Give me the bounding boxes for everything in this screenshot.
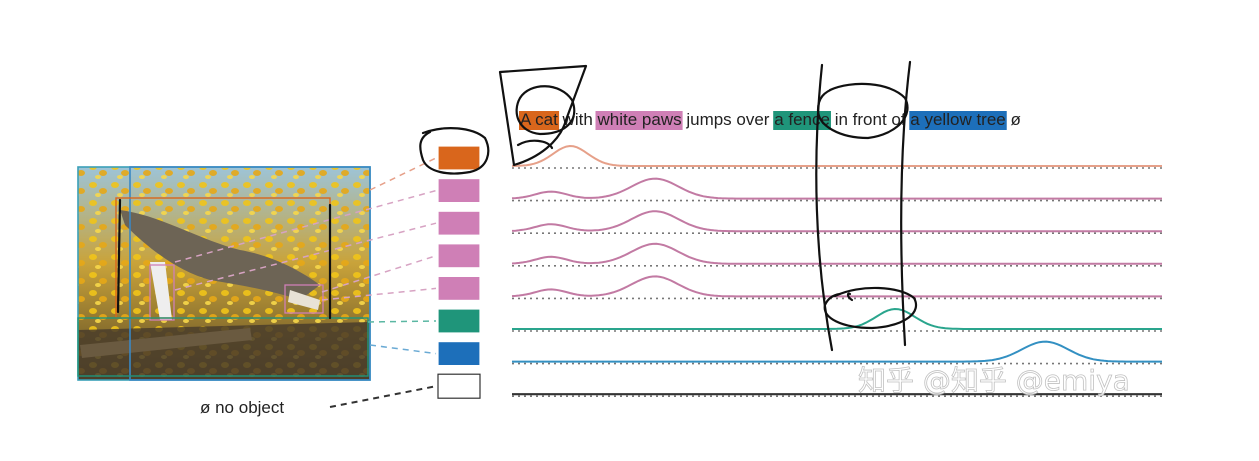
ink-circle-cat-word: [515, 85, 576, 136]
handwritten-annotations: [116, 60, 917, 352]
ink-stroke-2: [846, 292, 854, 302]
box-fence: [77, 317, 369, 377]
ink-stroke-1: [516, 139, 554, 150]
query-box-1: [437, 145, 481, 171]
caption-highlight-1: [519, 111, 560, 130]
box-paw-1: [149, 264, 175, 321]
connector-2: [174, 189, 437, 263]
caption-segment-5: a fence: [774, 110, 830, 129]
query-box-8: [437, 373, 481, 399]
alignment-curve-2: [511, 177, 1162, 200]
connector-7: [369, 344, 437, 355]
query-box-5: [437, 275, 481, 301]
alignment-curve-6: [512, 307, 1162, 330]
caption-segment-8: ø: [1006, 110, 1021, 129]
connector-6: [367, 320, 437, 323]
ink-stroke-3: [116, 198, 122, 314]
caption-highlight-7: [909, 111, 1007, 130]
alignment-curve-7: [512, 340, 1162, 363]
connector-3: [174, 222, 437, 291]
ink-circle-fence-peak: [823, 286, 917, 330]
alignment-curves: [511, 144, 1162, 398]
alignment-curve-4: [511, 242, 1162, 265]
caption-highlight-3: [595, 111, 683, 130]
query-boxes: [437, 145, 481, 399]
caption-segment-4: jumps over: [682, 110, 775, 129]
connectors: [174, 157, 437, 408]
connector-1: [369, 157, 437, 191]
connector-5: [321, 287, 437, 301]
caption-segment-3: white paws: [597, 110, 682, 129]
caption-text: A cat with white paws jumps over a fence…: [520, 110, 1021, 129]
alignment-curve-5: [511, 275, 1162, 298]
query-box-2: [437, 178, 481, 204]
ink-line-right: [899, 60, 912, 347]
ink-circle-orange-box: [419, 127, 490, 175]
query-box-4: [437, 243, 481, 269]
alignment-curve-3: [511, 210, 1162, 233]
connector-8: [329, 385, 437, 408]
cat-shape: [120, 210, 320, 300]
box-tree: [129, 166, 371, 381]
alignment-curve-1: [512, 144, 1162, 167]
query-box-7: [437, 341, 481, 367]
connector-4: [321, 255, 437, 293]
no-object-label: ø no object: [200, 398, 284, 417]
caption: A cat with white paws jumps over a fence…: [519, 110, 1021, 130]
caption-segment-7: a yellow tree: [910, 110, 1005, 129]
box-paw-2: [284, 284, 324, 314]
caption-segment-6: in front of: [830, 110, 910, 129]
cat-photo: [77, 166, 371, 381]
query-box-3: [437, 210, 481, 236]
watermark: 知乎 @知乎 @emiya: [858, 364, 1130, 397]
caption-segment-1: A cat: [520, 110, 558, 129]
query-box-6: [437, 308, 481, 334]
